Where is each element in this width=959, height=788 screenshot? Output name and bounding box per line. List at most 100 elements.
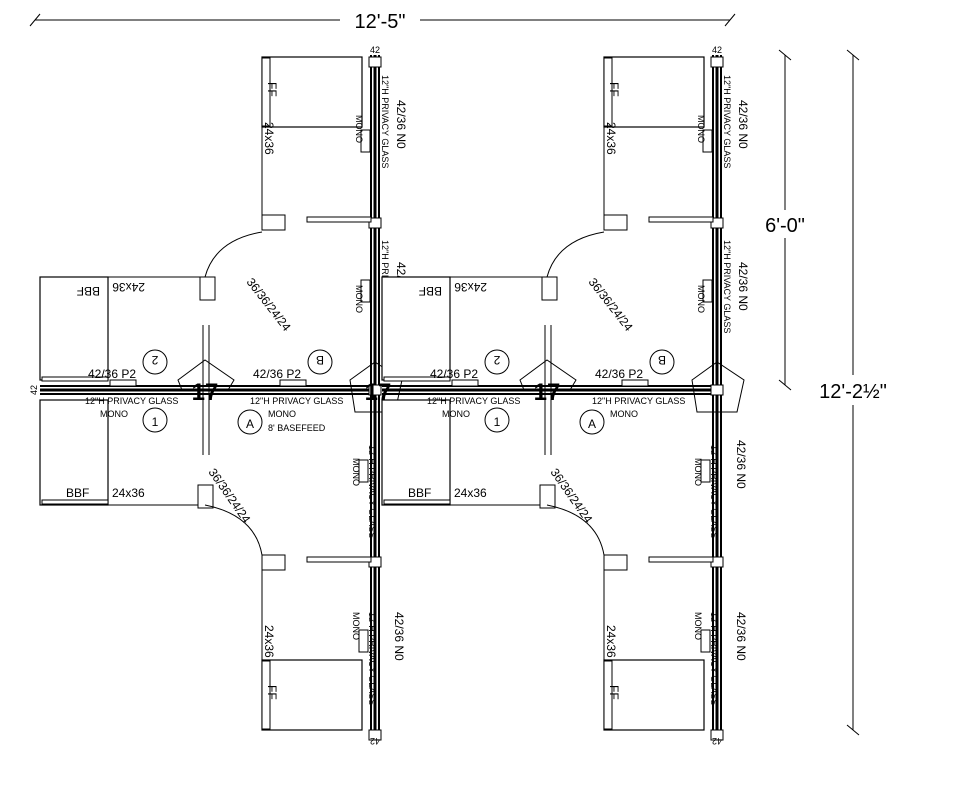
support-bracket — [197, 484, 214, 509]
dimension-depth-label: 12'-2½" — [819, 381, 887, 403]
panel-connector — [710, 729, 724, 741]
panel-end-label: 42 — [712, 736, 722, 746]
monitor-arm — [700, 629, 711, 653]
worksurface-label: 24x36 — [604, 625, 618, 658]
corner-worksurface-label: 36/36/24/24 — [586, 275, 636, 334]
station-marker-2-circle — [484, 349, 510, 375]
dimension-tick — [846, 724, 860, 736]
label-bg — [340, 6, 420, 32]
privacy-screen — [648, 556, 714, 563]
hub-connector — [349, 361, 403, 413]
file-drawer — [41, 376, 109, 382]
panel-label: 42/36 P2 — [595, 367, 643, 381]
file-drawer — [383, 499, 451, 505]
mono-label: MONO — [610, 409, 638, 419]
file-label: BBF — [408, 486, 431, 500]
panel-label: 42/36 N0 — [394, 100, 408, 149]
panel-label: 42/36 N0 — [736, 100, 750, 149]
panel-label: 42/36 P2 — [430, 367, 478, 381]
file-cabinet-bottom — [603, 659, 705, 731]
panel-connector — [710, 56, 724, 68]
file-drawer — [41, 499, 109, 505]
panel-connector — [368, 384, 382, 396]
corner-worksurface-label: 36/36/24/24 — [244, 275, 294, 334]
panel-connector — [710, 384, 724, 396]
monitor-arm — [358, 459, 369, 483]
panel-label: 42/36 P2 — [88, 367, 136, 381]
support-bracket — [261, 214, 286, 231]
hub-number: 17 — [534, 379, 561, 406]
dimension-depth: 12'-2½" — [812, 49, 897, 736]
panel-label: 42/36 N0 — [736, 262, 750, 311]
station-marker-a: A — [246, 417, 254, 431]
privacy-glass-label: 12"H PRIVACY GLASS — [709, 445, 719, 538]
file-label: FF — [607, 82, 621, 97]
station-marker-2: 2 — [493, 353, 500, 367]
station-marker-b: B — [316, 353, 324, 367]
dimension-width: 12'-5" — [29, 6, 736, 33]
file-label: BBF — [66, 486, 89, 500]
file-label: FF — [265, 685, 279, 700]
monitor-arm — [702, 279, 713, 303]
mono-label: MONO — [100, 409, 128, 419]
support-bracket — [199, 276, 216, 301]
station-marker-b-circle — [307, 349, 333, 375]
file-cabinet-bottom-left — [381, 399, 451, 506]
worksurface-label: 24x36 — [454, 486, 487, 500]
panel-label: 42/36 N0 — [734, 612, 748, 661]
file-label: FF — [265, 82, 279, 97]
file-drawer — [603, 57, 613, 127]
mono-label: MONO — [268, 409, 296, 419]
support-bracket — [261, 554, 286, 571]
mono-label: MONO — [351, 612, 361, 640]
mono-label: MONO — [693, 458, 703, 486]
file-cabinet-left — [39, 276, 109, 381]
worksurface-label: 24x36 — [112, 280, 145, 294]
monitor-arm — [358, 629, 369, 653]
grommet — [621, 379, 649, 387]
label-bg — [760, 210, 810, 238]
station-marker-b: B — [658, 353, 666, 367]
panel-connector — [368, 217, 382, 229]
support-bracket — [603, 554, 628, 571]
file-cabinet-bottom — [261, 659, 363, 731]
hub-number: 17 — [192, 379, 219, 406]
dimension-tick — [29, 13, 41, 27]
file-drawer — [603, 660, 613, 730]
monitor-arm — [700, 459, 711, 483]
privacy-glass-label: 12"H PRIVACY GLASS — [427, 396, 520, 406]
mono-label: MONO — [354, 115, 364, 143]
privacy-glass-label: 12"H PRIVACY GLASS — [722, 240, 732, 333]
privacy-glass-label: 12"H PRIVACY GLASS — [367, 445, 377, 538]
privacy-screen — [306, 216, 372, 223]
station-marker-1: 1 — [494, 415, 501, 429]
support-bracket — [541, 276, 558, 301]
mono-label: MONO — [354, 285, 364, 313]
mono-label: MONO — [442, 409, 470, 419]
corner-worksurface-arc — [204, 504, 263, 556]
mono-label: MONO — [696, 115, 706, 143]
station-marker-b-circle — [649, 349, 675, 375]
panel-connector — [710, 217, 724, 229]
panel-end-label: 42 — [370, 736, 380, 746]
privacy-glass-label: 12"H PRIVACY GLASS — [709, 612, 719, 705]
hub-connector — [691, 361, 745, 413]
grommet — [109, 379, 137, 387]
station-marker-a: A — [588, 417, 596, 431]
mono-label: MONO — [696, 285, 706, 313]
station-marker-2-circle — [142, 349, 168, 375]
corner-worksurface-arc — [546, 504, 605, 556]
basefeed-label: 8' BASEFEED — [268, 423, 326, 433]
hub-connector — [519, 359, 577, 391]
privacy-glass-label: 12"H PRIVACY GLASS — [380, 75, 390, 168]
workstation-pod: FF 24x36 MONO 12"H PRIVACY GLASS 42/36 N0 36/… — [381, 45, 750, 746]
panel-label: 42/36 N0 — [734, 440, 748, 489]
worksurface-label: 24x36 — [262, 122, 276, 155]
grommet — [279, 379, 307, 387]
file-cabinet-top — [261, 56, 363, 128]
file-label: BBF — [77, 284, 100, 298]
file-drawer — [261, 57, 271, 127]
privacy-glass-label: 12"H PRIVACY GLASS — [592, 396, 685, 406]
privacy-glass-label: 12"H PRIVACY GLASS — [722, 75, 732, 168]
